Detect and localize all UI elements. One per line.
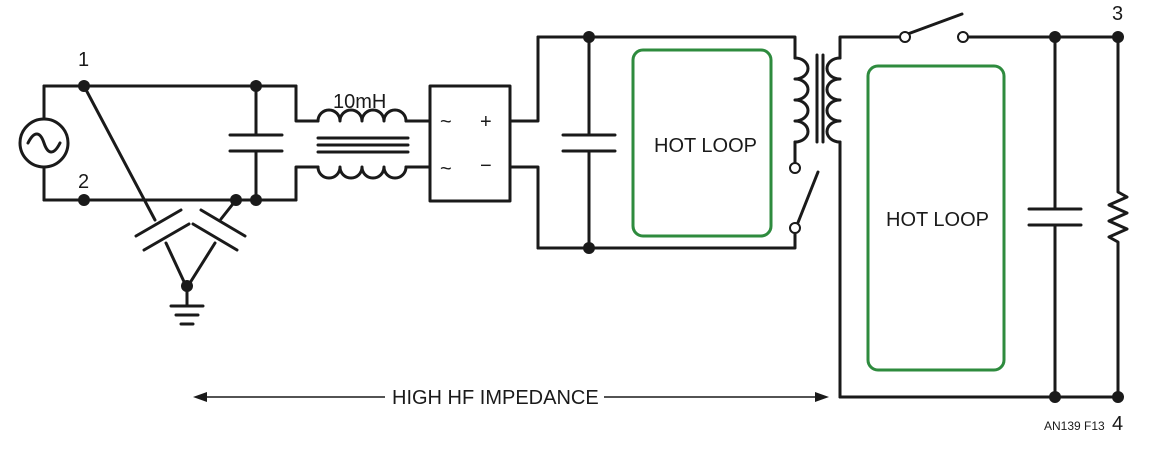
x-capacitor [228, 84, 284, 202]
common-mode-choke [294, 84, 432, 202]
node-3-label: 3 [1112, 3, 1123, 25]
secondary-switch [899, 12, 1120, 43]
rectifier-ac-top-label: ~ [440, 111, 452, 133]
ac-source [18, 84, 70, 202]
bulk-capacitor [561, 31, 617, 254]
primary-switch [789, 162, 820, 234]
figure-id-label: AN139 F13 [1044, 419, 1105, 433]
rectifier-plus-label: + [480, 111, 492, 133]
transformer [793, 35, 905, 399]
node-2-label: 2 [78, 171, 89, 193]
primary-bus [536, 35, 797, 250]
rectifier-ac-bottom-label: ~ [440, 158, 452, 180]
secondary-hot-loop [866, 64, 1006, 372]
node-1-label: 1 [78, 49, 89, 71]
secondary-hot-loop-label: HOT LOOP [886, 209, 989, 231]
inductor-value-label: 10mH [333, 91, 386, 113]
node-4-label: 4 [1112, 413, 1123, 435]
impedance-note-label: HIGH HF IMPEDANCE [392, 387, 599, 409]
primary-hot-loop [631, 48, 773, 238]
impedance-arrow [193, 392, 829, 402]
bridge-rectifier [428, 35, 540, 250]
load-resistor [1107, 31, 1129, 403]
output-capacitor [1027, 31, 1083, 403]
rectifier-minus-label: − [480, 155, 492, 177]
primary-hot-loop-label: HOT LOOP [654, 135, 757, 157]
input-junctions [78, 80, 262, 292]
